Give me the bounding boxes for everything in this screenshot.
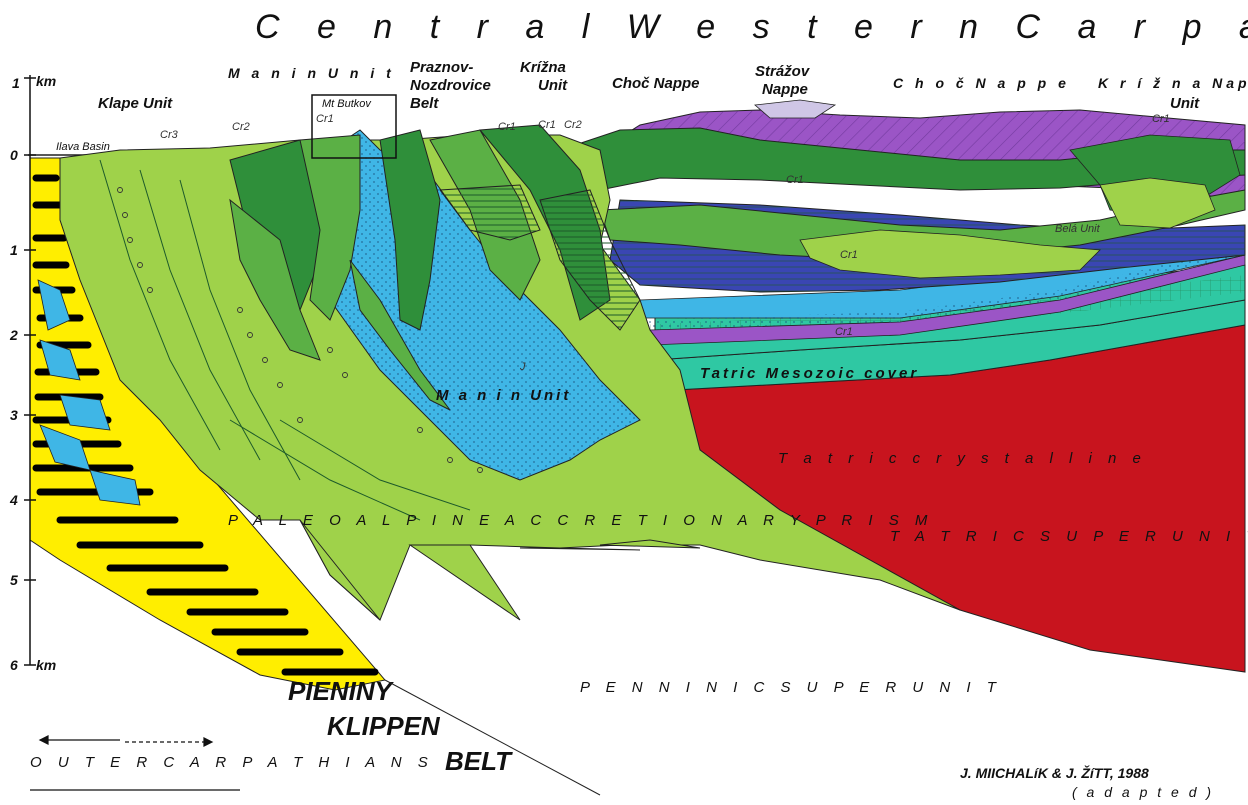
label-krizna-nappe-1: K r í ž n a Nappe: [1098, 75, 1248, 91]
label-bela-unit: Belá Unit: [1055, 223, 1101, 235]
folded-dark-green-bands: [229, 124, 641, 411]
dark-green-band-upper: [559, 127, 1246, 201]
label-praznov-3: Belt: [410, 95, 439, 112]
label-pieniny: PIENINY: [288, 676, 395, 706]
mark-cr1-lower: Cr1: [835, 326, 853, 338]
label-krizna-1: Krížna: [520, 59, 566, 76]
label-mt-butkov: Mt Butkov: [322, 98, 372, 110]
mark-cr2-b: Cr2: [564, 119, 582, 131]
label-belt: BELT: [445, 746, 513, 776]
bela-unit-lens: [1099, 177, 1216, 229]
depth-axis: [24, 75, 36, 666]
label-strazov-2: Nappe: [762, 81, 808, 98]
klippen-blue-lenses: [37, 279, 141, 506]
klippen-boundary-line: [384, 679, 601, 796]
label-klippen: KLIPPEN: [327, 711, 441, 741]
axis-tick-2: 2: [9, 327, 18, 343]
label-praznov-2: Nozdrovice: [410, 77, 491, 94]
label-krizna-nappe-2: Unit: [1170, 95, 1200, 112]
label-choc-nappe-left: Choč Nappe: [612, 75, 700, 92]
label-ilava-basin: Ilava Basin: [56, 141, 110, 153]
axis-tick-3: 3: [10, 407, 18, 423]
label-krizna-2: Unit: [538, 77, 568, 94]
mark-cr2: Cr2: [232, 121, 250, 133]
label-accretionary-prism: P A L E O A L P I N E A C C R E T I O N …: [228, 512, 933, 529]
label-manin-unit-top: M a n i n U n i t: [228, 65, 395, 81]
mark-cr1-mid: Cr1: [840, 249, 858, 261]
mark-cr3: Cr3: [160, 129, 179, 141]
manin-unit-dots: [300, 130, 640, 480]
axis-tick-1: 1: [10, 242, 18, 258]
mark-j-manin: J: [519, 361, 526, 373]
mark-cr1-choc: Cr1: [786, 174, 804, 186]
prism-conglomerate-circles: [117, 187, 483, 473]
axis-tick-5: 5: [10, 572, 18, 588]
mark-cr1-butkov: Cr1: [316, 113, 334, 125]
prism-teeth: [299, 519, 701, 621]
axis-unit-bottom: km: [36, 657, 56, 673]
strazov-nappe-cap: [754, 99, 837, 119]
credit-authors: J. MIICHALíK & J. ŽíTT, 1988: [960, 764, 1149, 781]
mid-green-band: [599, 189, 1246, 261]
label-tatric-superunit: T A T R I C S U P E R U N I T: [890, 528, 1248, 545]
axis-tick-top: 1: [12, 75, 20, 91]
label-choc-nappe-right: C h o č N a p p e: [893, 75, 1070, 91]
outer-carpathians-arrows: [30, 735, 240, 791]
axis-tick-4: 4: [9, 492, 18, 508]
blue-dots-lower: [640, 245, 1245, 330]
label-penninic-superunit: P E N N I N I C S U P E R U N I T: [580, 679, 1002, 696]
axis-unit-top: km: [36, 73, 56, 89]
light-green-lens-right: [799, 229, 1101, 279]
label-praznov-1: Praznov-: [410, 59, 473, 76]
mark-cr1-b: Cr1: [538, 119, 556, 131]
diagram-title: C e n t r a l W e s t e r n C a r p a t …: [255, 8, 1248, 46]
axis-tick-0: 0: [10, 147, 18, 163]
label-tatric-crystalline: T a t r i c c r y s t a l l i n e: [778, 450, 1147, 467]
label-strazov-1: Strážov: [755, 63, 811, 80]
axis-tick-6: 6: [10, 657, 18, 673]
label-klape-unit: Klape Unit: [98, 95, 173, 112]
mark-cr1-right: Cr1: [1152, 113, 1170, 125]
label-outer-carpathians: O U T E R C A R P A T H I A N S: [30, 754, 434, 771]
credit-note: ( a d a p t e d ): [1072, 784, 1214, 800]
label-manin-inner: M a n i n Unit: [436, 387, 571, 404]
mt-butkov-box: [311, 94, 397, 159]
prism-dash-streaks: [99, 159, 471, 521]
label-tatric-mesozoic: Tatric Mesozoic cover: [700, 365, 919, 382]
mark-cr1-krizna: Cr1: [498, 121, 516, 133]
